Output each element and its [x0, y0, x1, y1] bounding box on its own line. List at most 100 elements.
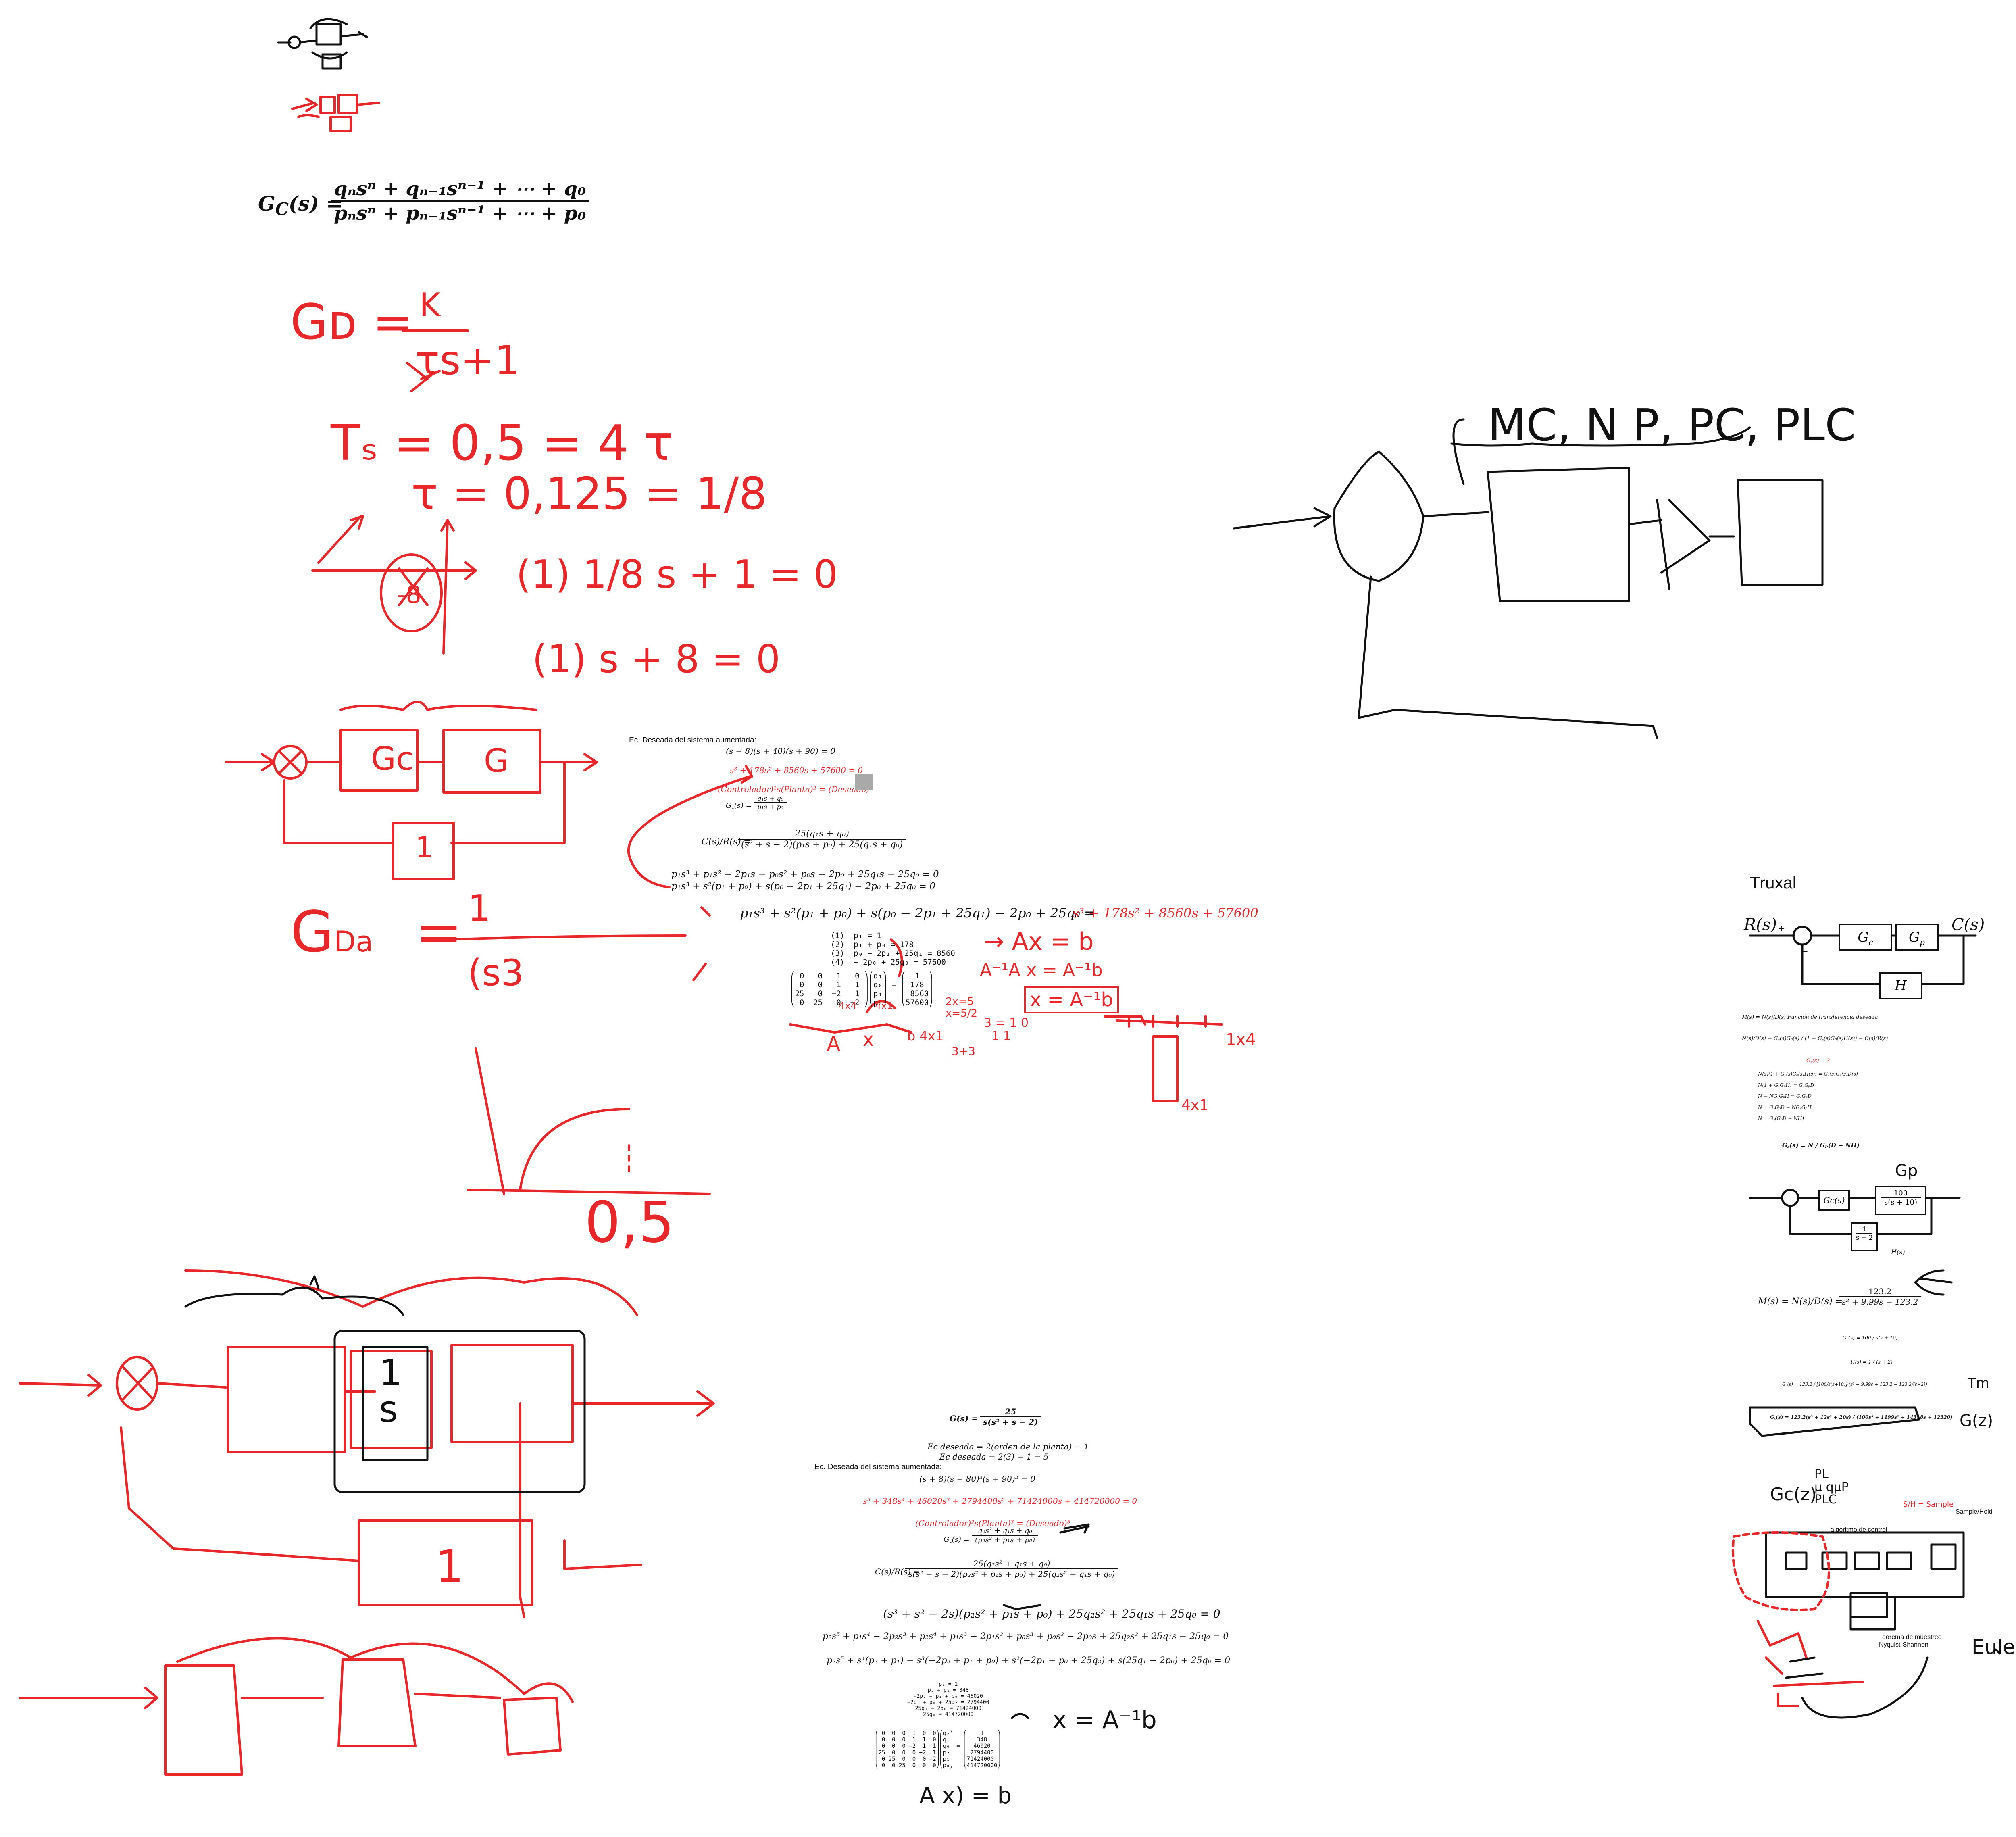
- red-block-diagram-1: [225, 701, 598, 880]
- hw-axb: → Ax = b: [984, 928, 1094, 956]
- hw-gda: GDa =: [290, 899, 463, 965]
- gc-numerator: qₙsⁿ + qₙ₋₁sⁿ⁻¹ + ⋯ + q₀: [331, 177, 589, 202]
- sample-hold-diagram: [1765, 1531, 1965, 1618]
- hw-tm: Tm: [1968, 1375, 1989, 1391]
- hw-d2-x: x = A⁻¹b: [1052, 1706, 1157, 1734]
- red-block-diagram-2: [19, 1269, 715, 1618]
- hw-x-label: x: [863, 1028, 874, 1050]
- d1-cr-lhs: C(s)/R(s) =: [702, 837, 752, 847]
- gda-strokes: [442, 906, 711, 981]
- hw-dims-left: 2x=5 x=5/2: [946, 996, 978, 1020]
- hw-euler: Euler: [1972, 1635, 2016, 1659]
- d2-eq1: (s + 8)(s + 80)²(s + 90)² = 0: [919, 1474, 1035, 1484]
- d2-ec2: Ec deseada = 2(3) − 1 = 5: [939, 1452, 1049, 1462]
- algorithm-label: algoritmo de control: [1831, 1526, 1887, 1533]
- hw-dims-mid: 3 = 1 0 1 1: [984, 1016, 1029, 1043]
- derivation2-underlines: [1003, 1523, 1090, 1719]
- pole-sketch: [311, 515, 477, 655]
- truxal-title: Truxal: [1750, 873, 1797, 892]
- sample-hold-red: [1732, 1531, 1864, 1707]
- hw-eq1: (1) 1/8 s + 1 = 0: [516, 553, 838, 597]
- d1-exp1: p₁s³ + p₁s² − 2p₁s + p₀s² + p₀s − 2p₀ + …: [671, 869, 939, 880]
- d2-eq3: (Controlador)²s(Planta)³ = (Deseado)⁵: [915, 1518, 1070, 1528]
- hw-gz: G(z): [1960, 1412, 1993, 1430]
- nyquist-label: Teorema de muestreo Nyquist-Shannon: [1879, 1634, 1942, 1649]
- hw-1x4: 1x4: [1226, 1030, 1256, 1049]
- d2-cr-frac: 25(q₂s² + q₁s + q₀)s(s² + s − 2)(p₂s² + …: [905, 1559, 1118, 1579]
- truxal-diagram-lines: [1749, 926, 1977, 1437]
- red-bottom-chain: [19, 1637, 574, 1776]
- truxal-r: R(s): [1744, 915, 1777, 934]
- hw-gda-num: 1: [468, 887, 491, 930]
- d1-eq3: (Controlador)¹s(Planta)² = (Deseado)³: [718, 784, 873, 794]
- truxal-m-def: M(s) = N(s)/D(s) Función de transferenci…: [1742, 1014, 1878, 1020]
- d2-heading: Ec. Deseada del sistema aumentada:: [814, 1463, 942, 1471]
- matrix-bracket-strokes: [789, 938, 1223, 1102]
- d2-g-lhs: G(s) =: [950, 1414, 978, 1423]
- d2-system: p₂ = 1 p₂ + p₁ = 348 −2p₂ + p₁ + p₀ = 46…: [907, 1681, 989, 1718]
- d2-matrix: ⎛ 0 0 0 1 0 0⎞⎛q₂⎞ ⎛ 1 ⎞ ⎜ 0 0 0 1 1 0⎟⎜…: [875, 1730, 1001, 1769]
- d1-matrix: ⎛ 0 0 1 0 ⎞⎛q₁⎞ ⎛ 1 ⎞ ⎜ 0 0 1 1 ⎟⎜q₀⎟ = …: [790, 972, 933, 1007]
- gd-handwriting-strokes: [402, 329, 469, 392]
- hw-k: K: [419, 286, 441, 324]
- hw-gp: Gp: [1895, 1161, 1918, 1180]
- truxal-h-def: H(s) = 1 / (s + 2): [1851, 1359, 1893, 1365]
- sample-hold-black: [1785, 1596, 2001, 1719]
- d2-gc-frac: q₂s² + q₁s + q₀(p₂s² + p₁s + p₀): [972, 1526, 1039, 1544]
- sample-hold-red-label: S/H = Sample: [1903, 1500, 1954, 1509]
- hw-4x1: 4x1: [875, 1000, 893, 1011]
- hw-pl: PL μ qμP PLC: [1814, 1467, 1849, 1507]
- d2-l2: p₂s⁵ + p₁s⁴ − 2p₂s³ + p₂s⁴ + p₁s³ − 2p₁s…: [823, 1631, 1229, 1641]
- truxal-gc-final: G꜀(s) = N / Gₚ(D − NH): [1782, 1142, 1860, 1149]
- truxal-m-frac: N(s)/D(s) = G꜀(s)Gₚ(s) / (1 + G꜀(s)Gₚ(s)…: [1742, 1036, 1888, 1042]
- hw-d2-bottom: A x) = b: [919, 1783, 1012, 1809]
- hw-ts-axis: 0,5: [585, 1190, 675, 1255]
- d1-cr-frac: 25(q₁s + q₀)(s² + s − 2)(p₁s + p₀) + 25(…: [738, 829, 906, 850]
- truxal-m-final-lhs: M(s) = N(s)/D(s) =: [1758, 1297, 1843, 1307]
- d1-big-rhs: s³ + 178s² + 8560s + 57600: [1073, 905, 1258, 921]
- truxal-gc-unknown: G꜀(s) = ?: [1806, 1058, 1830, 1064]
- d1-big-eq: p₁s³ + s²(p₁ + p₀) + s(p₀ − 2p₁ + 25q₁) …: [740, 905, 1095, 921]
- truxal-gp-def: Gₚ(s) = 100 / s(s + 10): [1843, 1335, 1898, 1341]
- gc-formula-lhs: GC(s) =: [258, 192, 343, 219]
- d1-gc-lhs: G꜀(s) =: [726, 801, 752, 810]
- hw-block-1: 1: [415, 831, 433, 864]
- d2-eq2: s⁵ + 348s⁴ + 46020s³ + 2794400s² + 71424…: [863, 1496, 1137, 1506]
- hw-tau-s-plus-1: τs+1: [415, 337, 520, 384]
- hw-gcz: Gc(z): [1770, 1484, 1817, 1505]
- hw-root: -8: [397, 581, 421, 609]
- curved-arrow-1: [627, 765, 753, 888]
- hw-gda-den: (s3: [468, 952, 524, 994]
- d1-heading: Ec. Deseada del sistema aumentada:: [629, 736, 756, 744]
- truxal-minus: −: [1800, 946, 1809, 957]
- truxal-gc-block: Gc: [1839, 924, 1892, 951]
- step-response-sketch: [467, 1047, 711, 1195]
- black-block-diagram-overlay: [184, 1275, 586, 1493]
- hw-4x1-b: 4x1: [1181, 1097, 1209, 1113]
- hw-4x4: 4x4: [839, 1000, 857, 1011]
- d1-eq2: s³ + 178s² + 8560s + 57600 = 0: [730, 765, 863, 775]
- truxal2-gc-block: Gc(s): [1818, 1190, 1850, 1211]
- d2-ec1: Ec deseada = 2(orden de la planta) − 1: [927, 1442, 1089, 1451]
- hw-block-1-over-s: 1 s: [379, 1352, 402, 1430]
- d2-l1: (s³ + s² − 2s)(p₂s² + p₁s + p₀) + 25q₂s²…: [883, 1607, 1220, 1620]
- top-mini-diagram: [277, 18, 368, 70]
- hw-eq2: (1) s + 8 = 0: [532, 637, 781, 682]
- hw-dims-bot: 3+3: [952, 1045, 976, 1058]
- truxal-gc-result: G꜀(s) = 123.2(s³ + 12s² + 20s) / (100s³ …: [1770, 1414, 1953, 1420]
- gc-denominator: pₙsⁿ + pₙ₋₁sⁿ⁻¹ + ⋯ + p₀: [334, 202, 586, 225]
- gc-formula-fraction: qₙsⁿ + qₙ₋₁sⁿ⁻¹ + ⋯ + q₀ pₙsⁿ + pₙ₋₁sⁿ⁻¹…: [331, 177, 589, 225]
- hw-block-g: G: [484, 742, 509, 780]
- hw-block-gc: Gc: [371, 740, 414, 778]
- d2-l3: p₂s⁵ + s⁴(p₂ + p₁) + s³(−2p₂ + p₁ + p₀) …: [827, 1656, 1231, 1666]
- hw-b-label: b 4x1: [907, 1028, 944, 1044]
- hw-a-label: A: [827, 1032, 841, 1056]
- d1-gray-thumbnail: [855, 774, 873, 790]
- hw-aiax: A⁻¹A x = A⁻¹b: [980, 960, 1103, 980]
